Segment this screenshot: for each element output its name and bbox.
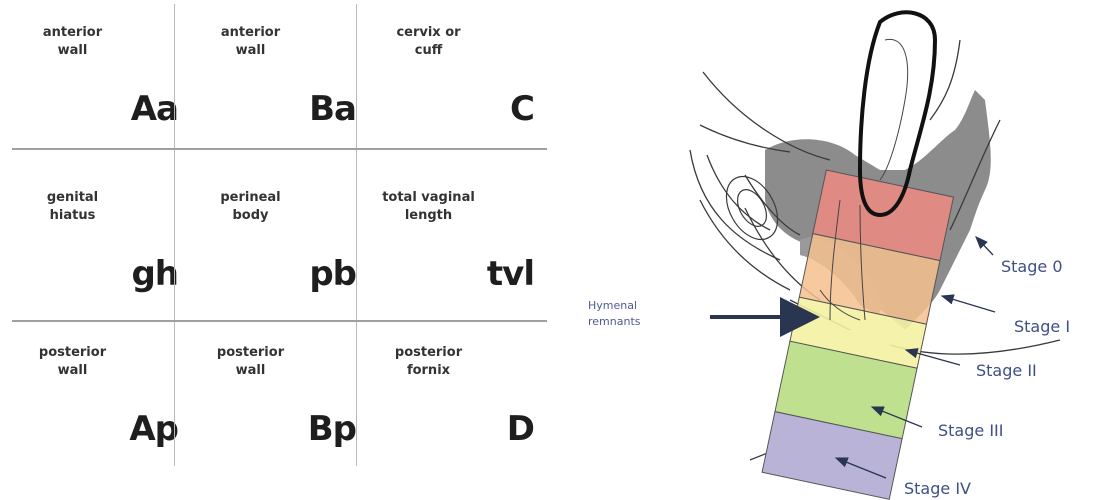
cell-description: posterior fornix — [366, 344, 491, 380]
stage-label-2: Stage II — [976, 361, 1037, 380]
cell-code: pb — [309, 257, 356, 291]
grid-cell-ap: posterior wall Ap — [10, 320, 190, 470]
grid-divider-horizontal — [12, 148, 547, 150]
cell-description: posterior wall — [10, 344, 135, 380]
grid-cell-bp: posterior wall Bp — [188, 320, 368, 470]
prolapse-staging-diagram: Hymenal remnants Stage 0 Stage I Stage I… — [560, 0, 1119, 500]
stage-label-0: Stage 0 — [1001, 257, 1063, 276]
uterus-inner-line — [880, 39, 908, 180]
grid-cell-pb: perineal body pb — [188, 165, 368, 315]
grid-divider-vertical — [356, 4, 357, 466]
grid-divider-horizontal — [12, 320, 547, 322]
cell-code: Ap — [129, 412, 178, 446]
grid-divider-vertical — [174, 4, 175, 466]
grid-cell-tvl: total vaginal length tvl — [366, 165, 546, 315]
popq-grid: anterior wall Aa anterior wall Ba cervix… — [10, 0, 550, 470]
cell-description: posterior wall — [188, 344, 313, 380]
grid-cell-d: posterior fornix D — [366, 320, 546, 470]
grid-cell-gh: genital hiatus gh — [10, 165, 190, 315]
cell-description: anterior wall — [10, 24, 135, 60]
hymenal-label-line2: remnants — [588, 315, 641, 328]
cell-description: anterior wall — [188, 24, 313, 60]
cell-code: gh — [131, 257, 178, 291]
cell-description: cervix or cuff — [366, 24, 491, 60]
cell-code: C — [510, 92, 534, 126]
grid-cell-c: cervix or cuff C — [366, 0, 546, 150]
stage-label-1: Stage I — [1014, 317, 1070, 336]
grid-cell-aa: anterior wall Aa — [10, 0, 190, 150]
cell-code: D — [507, 412, 534, 446]
cell-code: Ba — [309, 92, 356, 126]
cell-code: tvl — [487, 257, 534, 291]
stage-1-arrow-icon — [942, 296, 995, 312]
stage-label-4: Stage IV — [904, 479, 971, 498]
cell-code: Bp — [308, 412, 356, 446]
cell-description: total vaginal length — [366, 189, 491, 225]
cell-code: Aa — [131, 92, 178, 126]
cell-description: genital hiatus — [10, 189, 135, 225]
stage-label-3: Stage III — [938, 421, 1003, 440]
cell-description: perineal body — [188, 189, 313, 225]
grid-cell-ba: anterior wall Ba — [188, 0, 368, 150]
stage-0-arrow-icon — [976, 237, 993, 255]
hymenal-label-line1: Hymenal — [588, 299, 637, 312]
